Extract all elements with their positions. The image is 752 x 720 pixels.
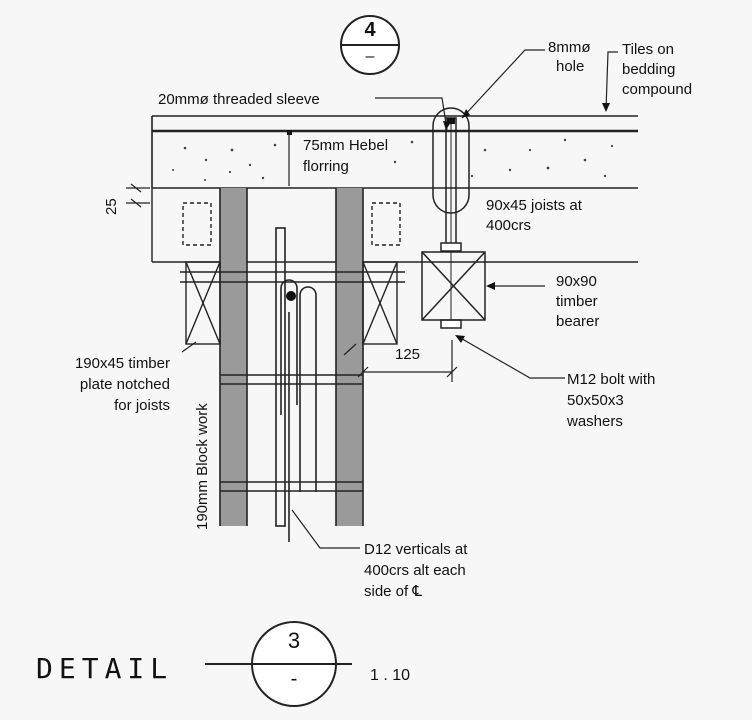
bearer-label-1: 90x90 [556, 273, 597, 290]
detail-marker-number: 3 [287, 628, 301, 653]
verticals-label-1: D12 verticals at [364, 541, 468, 558]
tiles-label-2: bedding [622, 61, 676, 78]
dimension-125-label: 125 [395, 346, 421, 363]
verticals-label-2: 400crs alt each [364, 562, 466, 579]
timber-plates [180, 261, 405, 345]
sleeve-dot [286, 291, 296, 301]
section-marker-4 [340, 15, 400, 75]
dimension-25 [126, 183, 150, 208]
dimension-125 [357, 340, 458, 382]
detail-scale: 1 . 10 [370, 667, 411, 684]
block-work-wall [219, 188, 364, 526]
plate-label-3: for joists [114, 397, 170, 414]
hebel-floor-slab [151, 115, 638, 189]
bolt-assembly [432, 107, 470, 329]
verticals-label-3: side of ℄ [364, 583, 422, 600]
plate-label-2: plate notched [79, 376, 170, 393]
hebel-label-1: 75mm Hebel [303, 137, 389, 154]
detail-marker-sheet: - [290, 668, 298, 690]
bolt-label-3: washers [567, 413, 623, 430]
detail-title: DETAIL [36, 652, 174, 685]
hole-label-1: 8mmø [548, 39, 591, 56]
blockwork-label: 190mm Block work [194, 403, 211, 530]
hebel-label-2: florring [303, 158, 349, 175]
bearer-label-2: timber [556, 293, 598, 310]
section-marker-sheet: – [365, 48, 375, 65]
section-marker-number: 4 [364, 19, 376, 41]
dimension-25-label: 25 [103, 198, 120, 215]
joists-label-1: 90x45 joists at [486, 197, 582, 214]
bolt-label-2: 50x50x3 [567, 392, 624, 409]
reinforcement-bars [275, 227, 317, 542]
tiles-label-3: compound [622, 81, 693, 98]
tiles-label-1: Tiles on [622, 41, 674, 58]
bearer-label-3: bearer [556, 313, 600, 330]
leader-arrows [443, 103, 610, 343]
detail-marker-3 [205, 621, 352, 707]
joists-label-2: 400crs [486, 217, 532, 234]
threaded-sleeve-label: 20mmø threaded sleeve [158, 91, 320, 108]
timber-bearer [421, 251, 486, 321]
plate-label-1: 190x45 timber [74, 355, 170, 372]
leader-lines [181, 49, 618, 549]
slab-aggregate-dots [172, 138, 614, 181]
hole-label-2: hole [556, 58, 585, 75]
bolt-label-1: M12 bolt with [567, 371, 656, 388]
